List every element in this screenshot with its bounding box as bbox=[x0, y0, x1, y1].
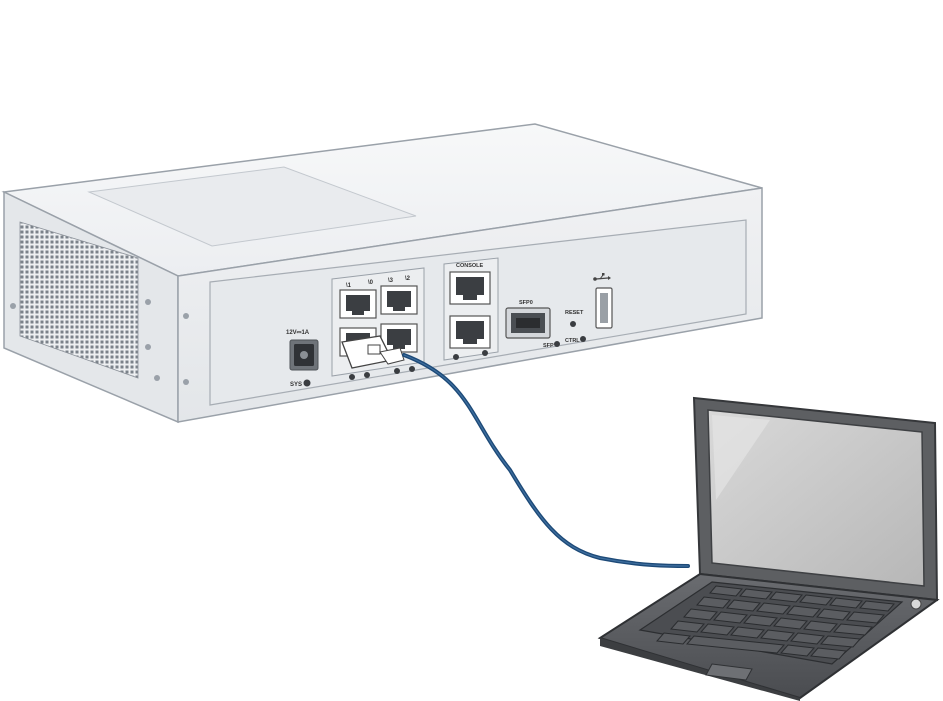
console-port[interactable] bbox=[449, 315, 491, 349]
usb-port-group bbox=[593, 273, 613, 329]
side-screw bbox=[145, 299, 151, 305]
side-screw bbox=[145, 344, 151, 350]
port-led bbox=[349, 374, 355, 380]
console-port[interactable] bbox=[449, 271, 491, 305]
sfp-led-label: SFP bbox=[543, 343, 554, 349]
keyboard-keys bbox=[655, 585, 895, 660]
port-led bbox=[394, 368, 400, 374]
console-port-block: CONSOLE bbox=[443, 257, 499, 361]
sfp-port[interactable] bbox=[505, 307, 551, 339]
ctrl-led bbox=[580, 336, 586, 342]
port-label: \0 bbox=[368, 280, 374, 286]
side-screw bbox=[10, 303, 16, 309]
laptop-screen bbox=[707, 409, 925, 587]
front-screw bbox=[183, 313, 189, 319]
laptop-front-edge bbox=[600, 638, 800, 701]
side-vents bbox=[19, 221, 139, 379]
top-label-plate bbox=[87, 166, 417, 247]
side-screw bbox=[154, 375, 160, 381]
sfp-port-block: SFP0 SFP bbox=[505, 300, 560, 349]
rj45-connector bbox=[341, 335, 405, 369]
usb-icon bbox=[593, 273, 611, 281]
ctrl-label: CTRL bbox=[565, 338, 580, 344]
port-label: \2 bbox=[405, 276, 411, 282]
port-label: \3 bbox=[388, 278, 394, 284]
sfp-led bbox=[554, 341, 560, 347]
power-label: 12V⎓1A bbox=[286, 330, 310, 336]
network-cable bbox=[402, 353, 690, 568]
sys-led-group: SYS bbox=[290, 379, 311, 388]
power-button[interactable] bbox=[910, 598, 922, 610]
ethernet-port[interactable] bbox=[339, 289, 377, 319]
sfp-label: SFP0 bbox=[519, 300, 533, 306]
console-label: CONSOLE bbox=[456, 263, 484, 269]
port-led bbox=[364, 372, 370, 378]
ethernet-port[interactable] bbox=[380, 285, 418, 315]
touchpad[interactable] bbox=[705, 663, 753, 681]
network-cable-highlight bbox=[403, 354, 689, 567]
usb-port[interactable] bbox=[595, 287, 613, 329]
front-screw bbox=[183, 379, 189, 385]
reset-button[interactable] bbox=[570, 321, 576, 327]
console-led bbox=[453, 354, 459, 360]
laptop bbox=[597, 396, 940, 701]
port-label: \1 bbox=[346, 283, 352, 289]
screen-glare bbox=[712, 415, 770, 500]
port-led bbox=[409, 366, 415, 372]
console-led bbox=[482, 350, 488, 356]
ethernet-port[interactable] bbox=[380, 323, 418, 353]
power-jack: 12V⎓1A bbox=[286, 330, 319, 371]
sys-label: SYS bbox=[290, 382, 302, 388]
reset-label: RESET bbox=[565, 310, 584, 316]
reset-group: RESET CTRL bbox=[565, 310, 586, 344]
sys-led bbox=[303, 379, 311, 387]
gateway-device: 12V⎓1A SYS \1 \0 \3 \2 bbox=[1, 123, 763, 424]
